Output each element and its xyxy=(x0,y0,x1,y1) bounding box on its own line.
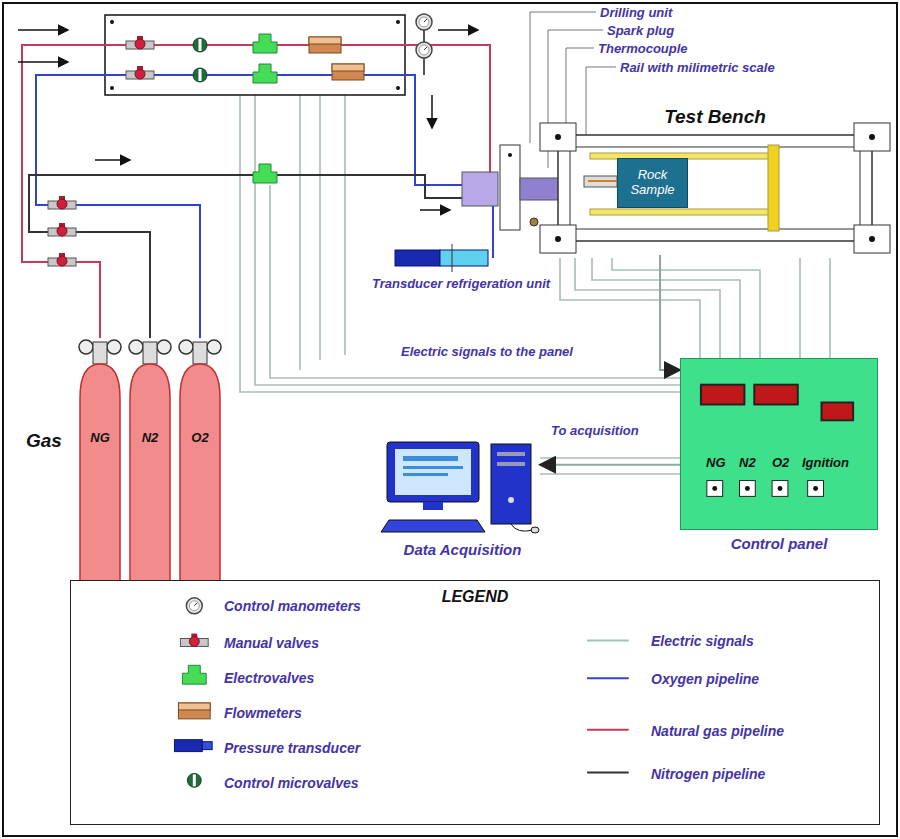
legend-text: Natural gas pipeline xyxy=(651,723,784,739)
part-label: Spark plug xyxy=(607,23,674,38)
legend-text: Control microvalves xyxy=(224,775,359,791)
part-label: Gas xyxy=(26,430,62,452)
transducer-refrigeration-unit xyxy=(395,206,493,272)
node-text: Rock Sample xyxy=(618,168,687,198)
node-text: LEGEND xyxy=(71,588,879,606)
part-label: Drilling unit xyxy=(600,5,672,20)
flow-arrows xyxy=(18,30,478,210)
oxygen-pipeline xyxy=(36,75,462,338)
signal-connector xyxy=(540,464,680,466)
connector-label: To acquisition xyxy=(548,423,642,438)
legend-text: Oxygen pipeline xyxy=(651,671,759,687)
signal-connector xyxy=(660,255,680,370)
nitrogen-pipeline xyxy=(29,30,462,338)
panel-displays xyxy=(681,359,877,529)
connector-label: Electric signals to the panel xyxy=(398,344,576,359)
button-label: N2 xyxy=(739,455,756,470)
part-label: Rail with milimetric scale xyxy=(620,60,775,75)
legend-text: Manual valves xyxy=(224,635,319,651)
legend-text: Electrovalves xyxy=(224,670,314,686)
legend-text: Pressure transducer xyxy=(224,740,360,756)
node-text: Data Acquisition xyxy=(355,541,570,558)
button-label: O2 xyxy=(772,455,789,470)
part-label: Thermocouple xyxy=(598,41,688,56)
legend-text: Control manometers xyxy=(224,598,361,614)
test-bench-frame xyxy=(540,105,890,255)
legend-text: Nitrogen pipeline xyxy=(651,766,765,782)
node-text: Control panel xyxy=(651,535,900,552)
legend-symbols xyxy=(71,581,879,824)
legend-text: Electric signals xyxy=(651,633,754,649)
node-text: N2 xyxy=(128,430,172,445)
button-label: NG xyxy=(706,455,726,470)
node-text: NG xyxy=(78,430,122,445)
legend-box: LEGENDControl manometersManual valvesEle… xyxy=(70,580,880,825)
test-bench: Test BenchRock Sample xyxy=(540,105,890,255)
node-text: O2 xyxy=(178,430,222,445)
part-label: Transducer refrigeration unit xyxy=(372,276,550,291)
valves-and-meters xyxy=(48,14,432,266)
node-text: Test Bench xyxy=(540,106,890,128)
rock-sample: Rock Sample xyxy=(617,158,688,208)
control-panel: Control panel xyxy=(680,358,878,530)
legend-text: Flowmeters xyxy=(224,705,302,721)
button-label: Ignition xyxy=(802,455,849,470)
data-acquisition: Data Acquisition xyxy=(385,440,540,535)
manifold xyxy=(105,15,405,95)
computer-icon xyxy=(385,440,540,535)
natural-gas-pipeline xyxy=(22,45,490,338)
